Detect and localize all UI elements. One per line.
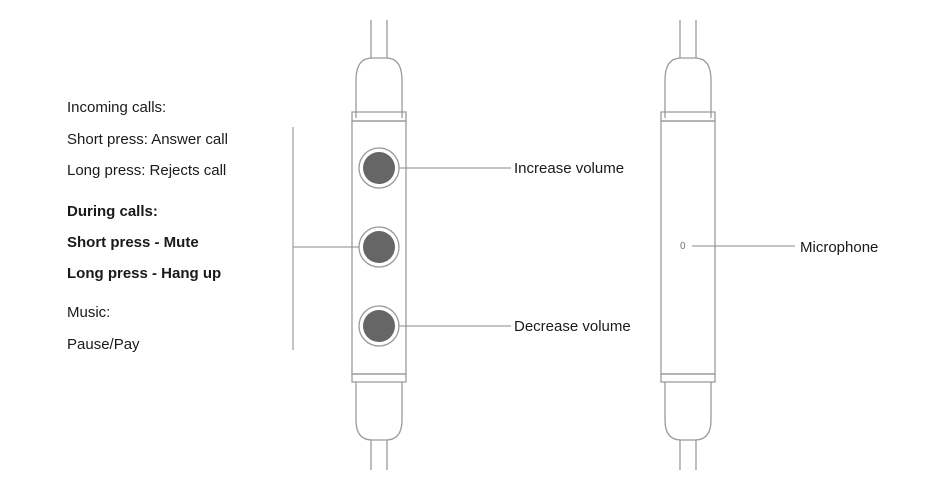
- microphone-hole: 0: [680, 241, 686, 252]
- back-top-cap: [664, 57, 712, 118]
- front-bottom-collar: [351, 373, 407, 383]
- back-cable-top: [679, 20, 697, 58]
- back-cable-bottom: [679, 440, 697, 470]
- incoming-calls-heading: Incoming calls:: [67, 99, 167, 116]
- back-bottom-collar: [660, 373, 716, 383]
- front-bottom-cap: [355, 382, 403, 441]
- music-heading: Music:: [67, 304, 111, 321]
- buttons: [358, 147, 400, 347]
- back-top-collar: [660, 111, 716, 122]
- back-body: [660, 120, 716, 375]
- during-short-press: Short press - Mute: [67, 234, 199, 251]
- music-action: Pause/Pay: [67, 336, 140, 353]
- microphone-label: Microphone: [800, 239, 879, 256]
- front-cable-bottom: [370, 440, 388, 470]
- back-remote: [660, 20, 716, 470]
- back-bottom-cap: [664, 382, 712, 441]
- decrease-volume-label: Decrease volume: [514, 318, 631, 335]
- front-top-cap: [355, 57, 403, 118]
- center-button: [358, 226, 400, 268]
- incoming-long-press: Long press: Rejects call: [67, 162, 227, 179]
- volume-down-button: [358, 305, 400, 347]
- during-long-press: Long press - Hang up: [67, 265, 222, 282]
- front-cable-top: [370, 20, 388, 58]
- during-calls-heading: During calls:: [67, 203, 158, 220]
- front-top-collar: [351, 111, 407, 122]
- incoming-short-press: Short press: Answer call: [67, 131, 228, 148]
- increase-volume-label: Increase volume: [514, 160, 625, 177]
- volume-up-button: [358, 147, 400, 189]
